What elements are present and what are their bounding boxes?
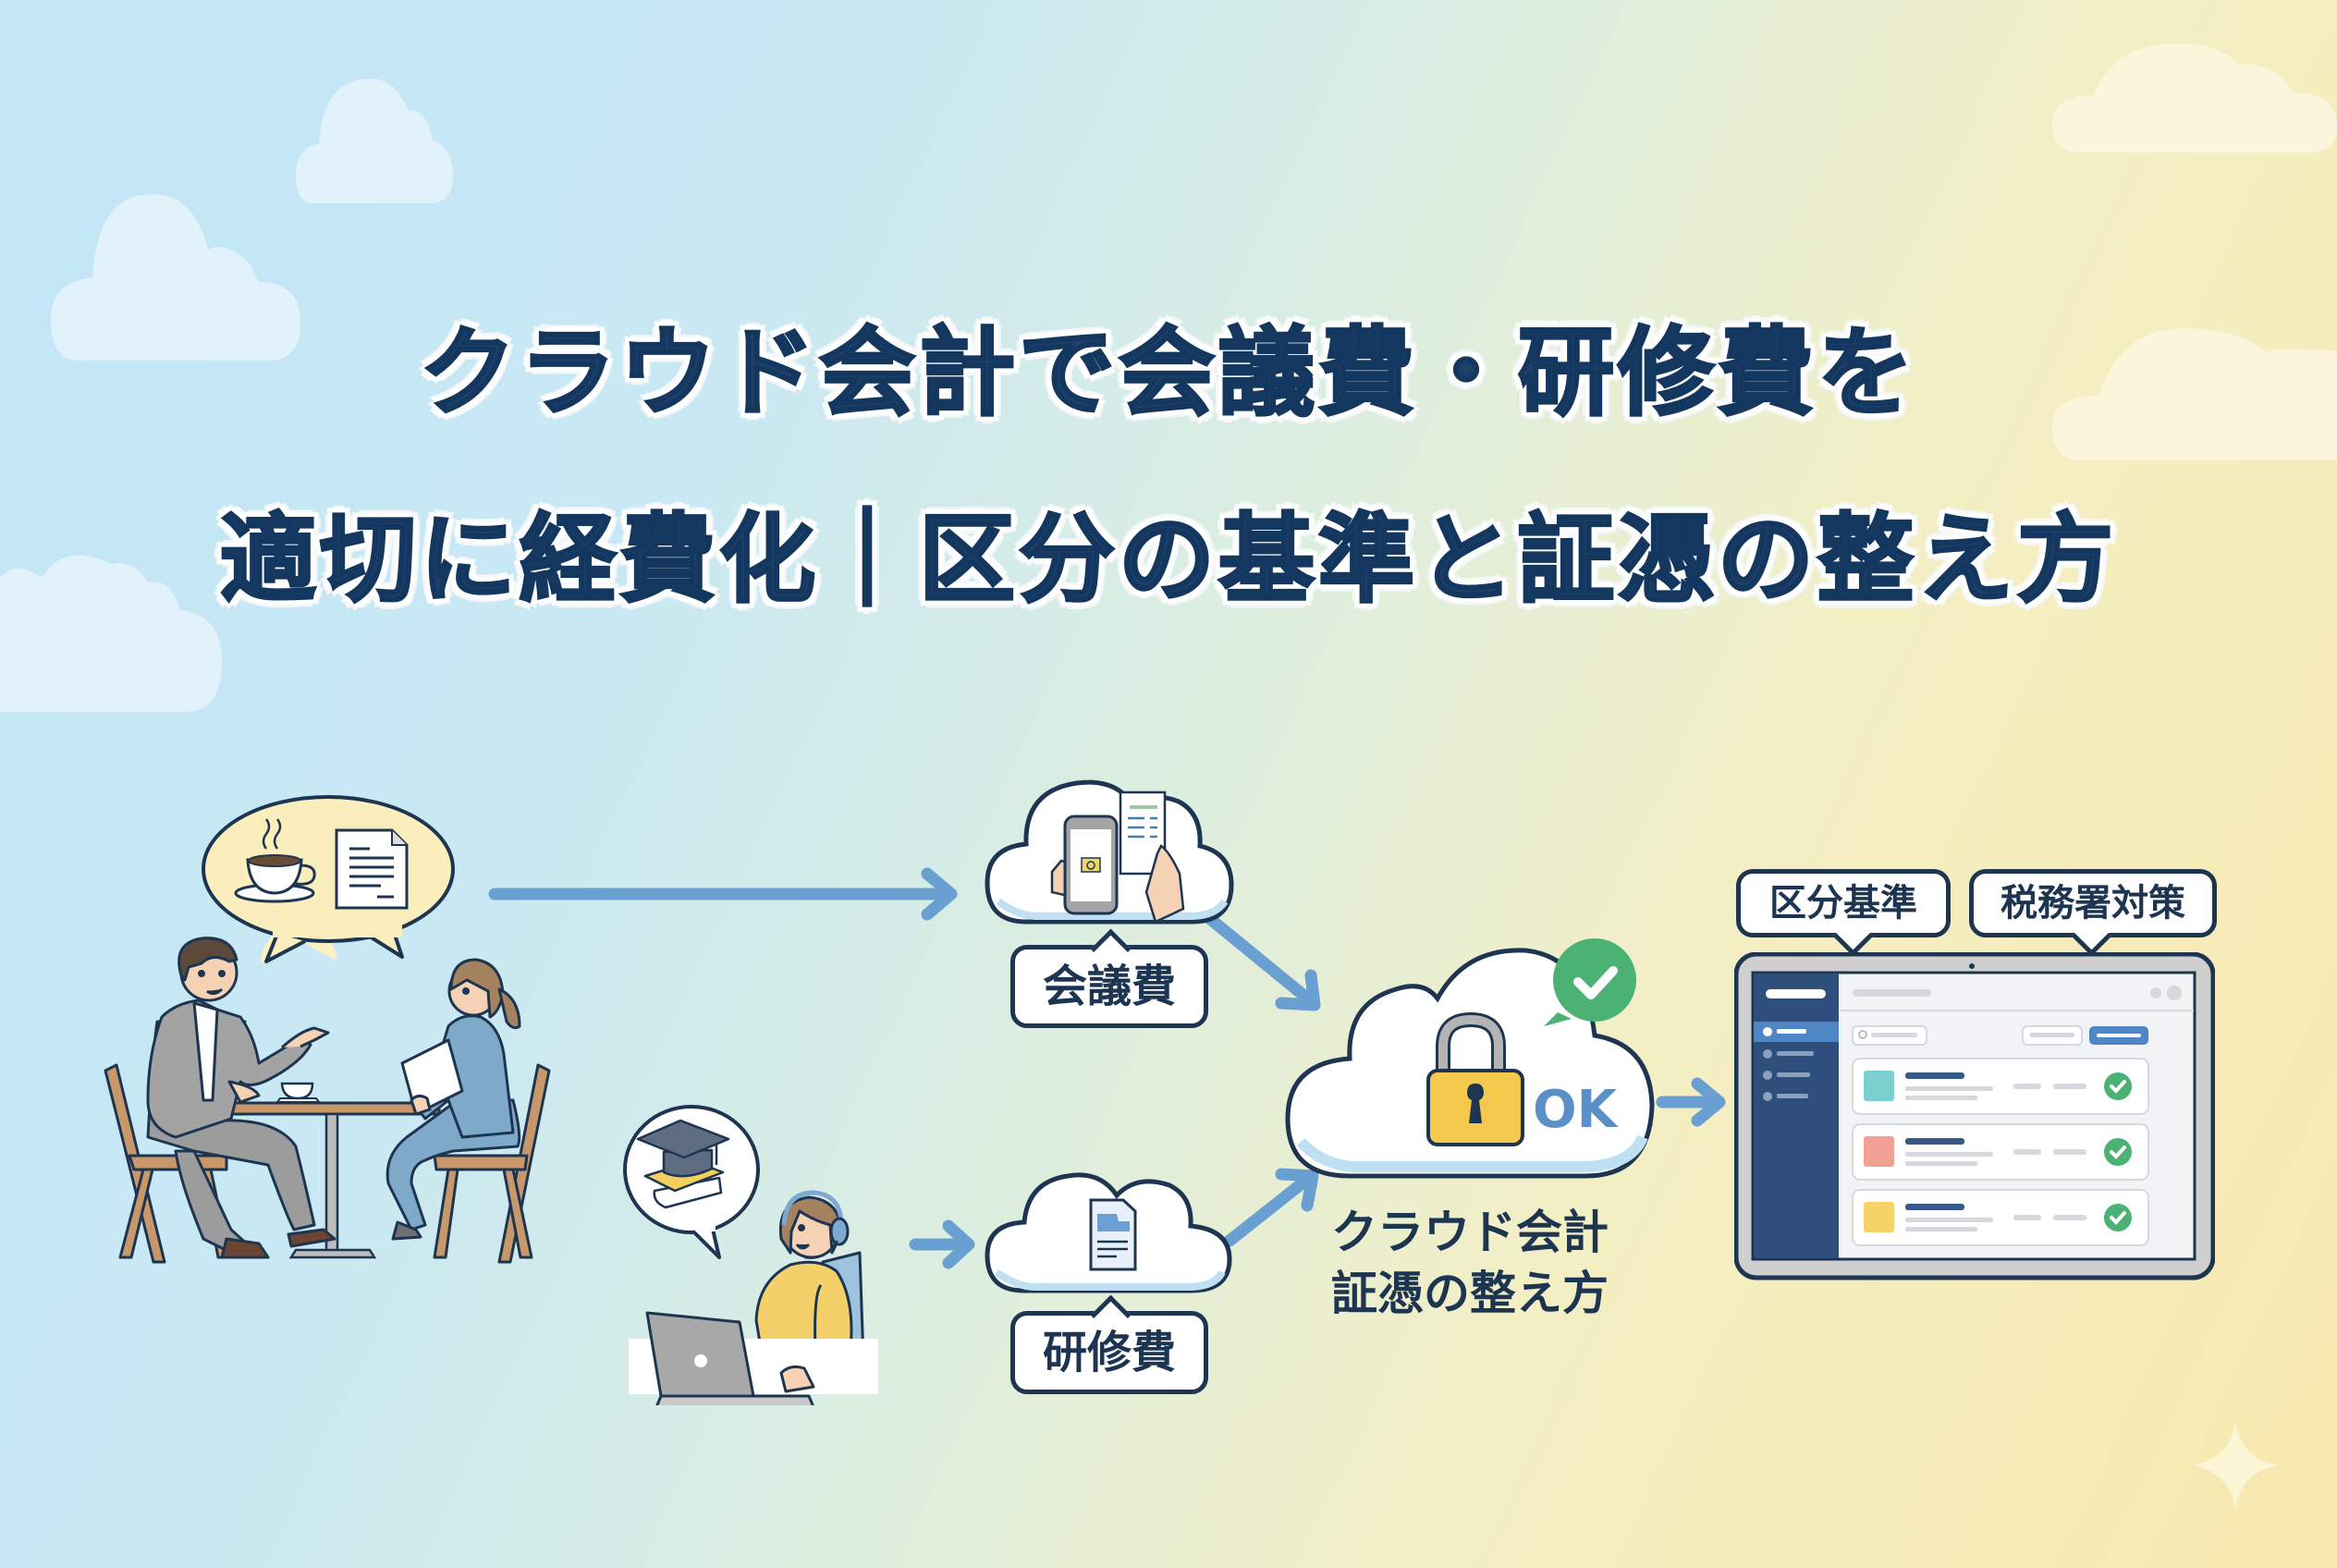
man-figure	[146, 937, 336, 1259]
tag-text: 区分基準	[1769, 882, 1917, 925]
receipt-icon	[1119, 790, 1185, 924]
document-icon	[335, 828, 409, 910]
check-bubble-icon	[1544, 938, 1636, 1026]
cloud-training-document	[985, 1172, 1232, 1293]
dashboard-row-2	[1852, 1123, 2149, 1181]
dashboard-sidebar	[1754, 974, 1839, 1258]
arrow-meeting-cloud-to-accounting	[1203, 912, 1321, 1011]
page-title-line-1: クラウド会計で会議費・研修費を	[418, 315, 1917, 431]
tag-tax-office-measures: 税務署対策	[1969, 869, 2217, 957]
document-icon	[1089, 1198, 1137, 1271]
cafe-table	[220, 1082, 441, 1259]
arrow-accounting-to-dashboard	[1656, 1077, 1726, 1127]
background-cloud-left	[0, 555, 222, 712]
background-cloud-top-right	[2052, 43, 2337, 153]
graduation-cap-icon	[636, 1119, 730, 1209]
woman-figure	[385, 958, 521, 1241]
dashboard-row-1	[1852, 1058, 2149, 1115]
sparkle-icon	[2191, 1421, 2280, 1510]
smartphone-camera-icon	[1050, 815, 1119, 915]
arrow-training-cloud-to-accounting	[1223, 1168, 1319, 1247]
label-training-expense: 研修費	[1010, 1294, 1208, 1394]
padlock-icon	[1426, 1012, 1524, 1146]
speech-bubble-meeting	[202, 795, 455, 963]
ok-text: OK	[1533, 1080, 1617, 1140]
background-cloud-right	[2052, 328, 2337, 460]
dashboard-row-3	[1852, 1189, 2149, 1246]
laptop-icon	[629, 1311, 878, 1405]
label-training-expense-text: 研修費	[1042, 1327, 1176, 1378]
accounting-dashboard-tablet	[1734, 952, 2215, 1280]
meeting-scene	[104, 795, 551, 1264]
cloud-receipt-capture	[985, 779, 1234, 925]
cloud-accounting-caption: クラウド会計 証憑の整え方	[1276, 1202, 1664, 1324]
tag-text: 税務署対策	[2001, 882, 2185, 925]
background-cloud-top-left	[51, 194, 300, 361]
caption-line-1: クラウド会計	[1331, 1206, 1609, 1259]
chair-right	[433, 1063, 551, 1264]
arrow-training-to-cloud	[909, 1219, 975, 1269]
training-scene	[623, 1105, 878, 1405]
coffee-cup-icon	[234, 818, 316, 903]
page-title-line-2: 適切に経費化｜区分の基準と証憑の整え方	[218, 502, 2117, 618]
cloud-accounting	[1285, 938, 1655, 1179]
dashboard-header	[1840, 986, 2194, 1046]
label-meeting-expense: 会議費	[1010, 928, 1208, 1028]
arrow-meeting-to-cloud	[488, 867, 958, 921]
tag-classification-criteria: 区分基準	[1736, 869, 1951, 957]
label-meeting-expense-text: 会議費	[1042, 961, 1176, 1012]
background-cloud-top-center	[296, 79, 453, 203]
caption-line-2: 証憑の整え方	[1331, 1267, 1609, 1320]
